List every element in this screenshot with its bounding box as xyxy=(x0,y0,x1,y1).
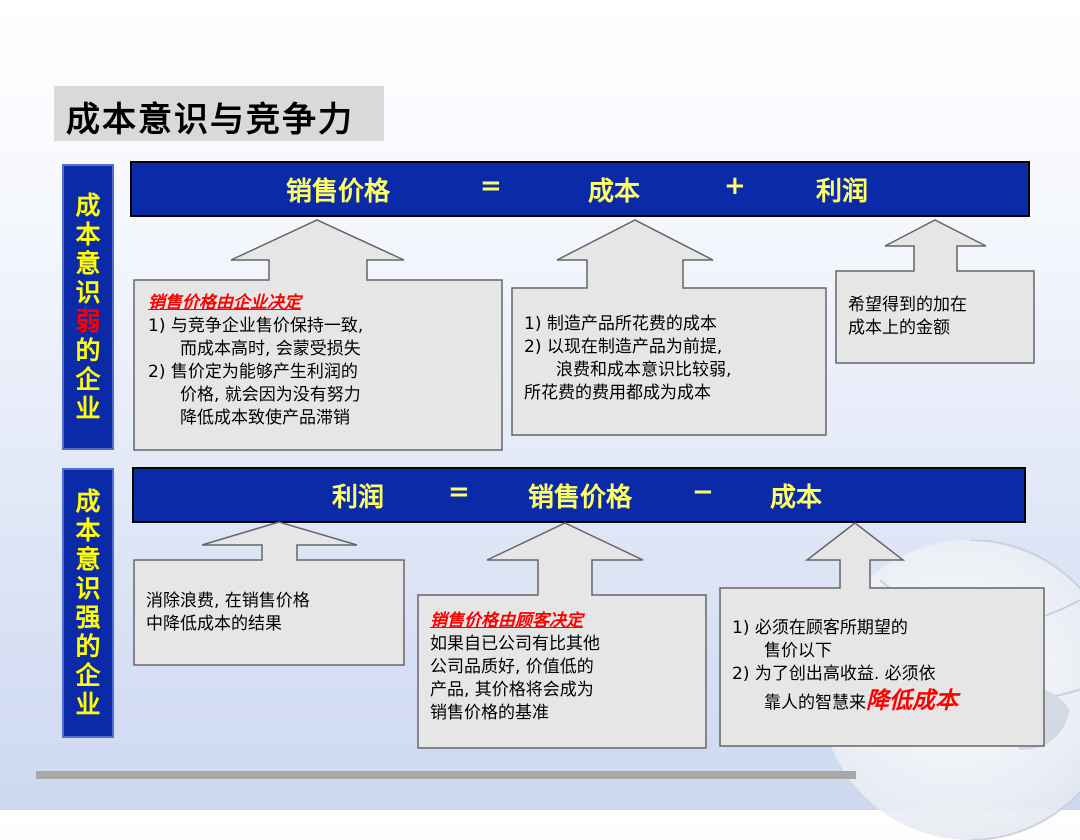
strong-callout-1 xyxy=(133,521,405,666)
weak-awareness-label: 成 本 意 识 弱 的 企 业 xyxy=(62,164,114,450)
weak-box2-line: 所花费的费用都成为成本 xyxy=(524,383,711,403)
strong-label-char: 企 xyxy=(75,661,101,690)
eq-term-profit: 利润 xyxy=(332,483,385,513)
strong-box3-line: 2) 为了创出高收益. 必须依 xyxy=(732,664,936,684)
weak-box2-line: 1) 制造产品所花费的成本 xyxy=(524,314,717,334)
weak-box1-line: 1) 与竞争企业售价保持一致, xyxy=(148,316,364,336)
weak-box2-text: 1) 制造产品所花费的成本 2) 以现在制造产品为前提, 浪费和成本意识比较弱,… xyxy=(524,313,731,405)
strong-box3-text: 1) 必须在顾客所期望的 售价以下 2) 为了创出高收益. 必须依 靠人的智慧来… xyxy=(732,617,958,718)
weak-label-emphasis: 弱 xyxy=(75,307,101,336)
eq-operator-plus: + xyxy=(724,171,746,201)
strong-label-char: 意 xyxy=(75,545,101,574)
weak-box1-line: 2) 售价定为能够产生利润的 xyxy=(148,362,358,382)
weak-box3-line: 希望得到的加在 xyxy=(848,295,967,315)
strong-box1-line: 消除浪费, 在销售价格 xyxy=(146,591,310,611)
weak-label-char: 意 xyxy=(75,249,101,278)
strong-box3-line: 售价以下 xyxy=(764,641,832,661)
footer-rule xyxy=(36,771,856,779)
weak-box2-line: 2) 以现在制造产品为前提, xyxy=(524,337,723,357)
callout-shapes xyxy=(133,219,1045,749)
page-title: 成本意识与竞争力 xyxy=(66,100,354,140)
eq-term-cost: 成本 xyxy=(770,483,823,513)
weak-label-char: 成 xyxy=(75,191,101,220)
title-background xyxy=(54,86,384,141)
strong-box3-last-line: 靠人的智慧来降低成本 xyxy=(732,686,958,718)
weak-box1-line: 降低成本致使产品滞销 xyxy=(180,408,350,428)
strong-box2-line: 如果自已公司有比其他 xyxy=(430,634,600,654)
weak-box1-heading: 销售价格由企业决定 xyxy=(148,293,301,313)
strong-box1-text: 消除浪费, 在销售价格 中降低成本的结果 xyxy=(146,590,310,636)
eq-term-price: 销售价格 xyxy=(528,483,633,513)
eq-operator-minus: − xyxy=(692,477,714,507)
weak-callout-1 xyxy=(133,219,503,451)
weak-box1-text: 销售价格由企业决定 1) 与竞争企业售价保持一致, 而成本高时, 会蒙受损失 2… xyxy=(148,292,363,430)
strong-box2-text: 销售价格由顾客决定 如果自已公司有比其他 公司品质好, 价值低的 产品, 其价格… xyxy=(430,610,600,725)
strong-box1-line: 中降低成本的结果 xyxy=(146,614,282,634)
strong-callout-3 xyxy=(719,522,1045,747)
strong-label-char: 的 xyxy=(75,632,101,661)
weak-equation-bar: 销售价格 = 成本 + 利润 xyxy=(130,161,1030,217)
eq-operator-equals: = xyxy=(448,477,470,507)
strong-box2-line: 销售价格的基准 xyxy=(430,703,549,723)
strong-callout-2 xyxy=(417,522,707,749)
strong-box3-emphasis: 降低成本 xyxy=(866,688,958,714)
strong-box2-heading: 销售价格由顾客决定 xyxy=(430,611,583,631)
strong-label-char: 本 xyxy=(75,516,101,545)
weak-callout-3 xyxy=(835,219,1035,364)
weak-box2-line: 浪费和成本意识比较弱, xyxy=(556,360,732,380)
weak-box3-text: 希望得到的加在 成本上的金额 xyxy=(848,294,967,340)
eq-operator-equals: = xyxy=(480,171,502,201)
strong-label-char: 强 xyxy=(75,603,101,632)
weak-label-char: 业 xyxy=(75,394,101,423)
weak-box1-line: 价格, 就会因为没有努力 xyxy=(180,385,361,405)
strong-label-char: 业 xyxy=(75,690,101,719)
eq-term-price: 销售价格 xyxy=(286,177,391,207)
strong-box2-line: 公司品质好, 价值低的 xyxy=(430,657,594,677)
weak-label-char: 的 xyxy=(75,336,101,365)
strong-equation-bar: 利润 = 销售价格 − 成本 xyxy=(132,467,1026,523)
strong-box2-line: 产品, 其价格将会成为 xyxy=(430,680,594,700)
weak-label-char: 识 xyxy=(75,278,101,307)
weak-callout-2 xyxy=(511,219,827,436)
strong-box3-line: 1) 必须在顾客所期望的 xyxy=(732,618,908,638)
weak-box3-line: 成本上的金额 xyxy=(848,318,950,338)
strong-box3-last-prefix: 靠人的智慧来 xyxy=(764,693,866,713)
strong-awareness-label: 成 本 意 识 强 的 企 业 xyxy=(62,468,114,738)
strong-label-char: 识 xyxy=(75,574,101,603)
eq-term-cost: 成本 xyxy=(588,177,641,207)
weak-label-char: 本 xyxy=(75,220,101,249)
weak-box1-line: 而成本高时, 会蒙受损失 xyxy=(180,339,361,359)
weak-label-char: 企 xyxy=(75,365,101,394)
eq-term-profit: 利润 xyxy=(816,177,869,207)
strong-label-char: 成 xyxy=(75,487,101,516)
